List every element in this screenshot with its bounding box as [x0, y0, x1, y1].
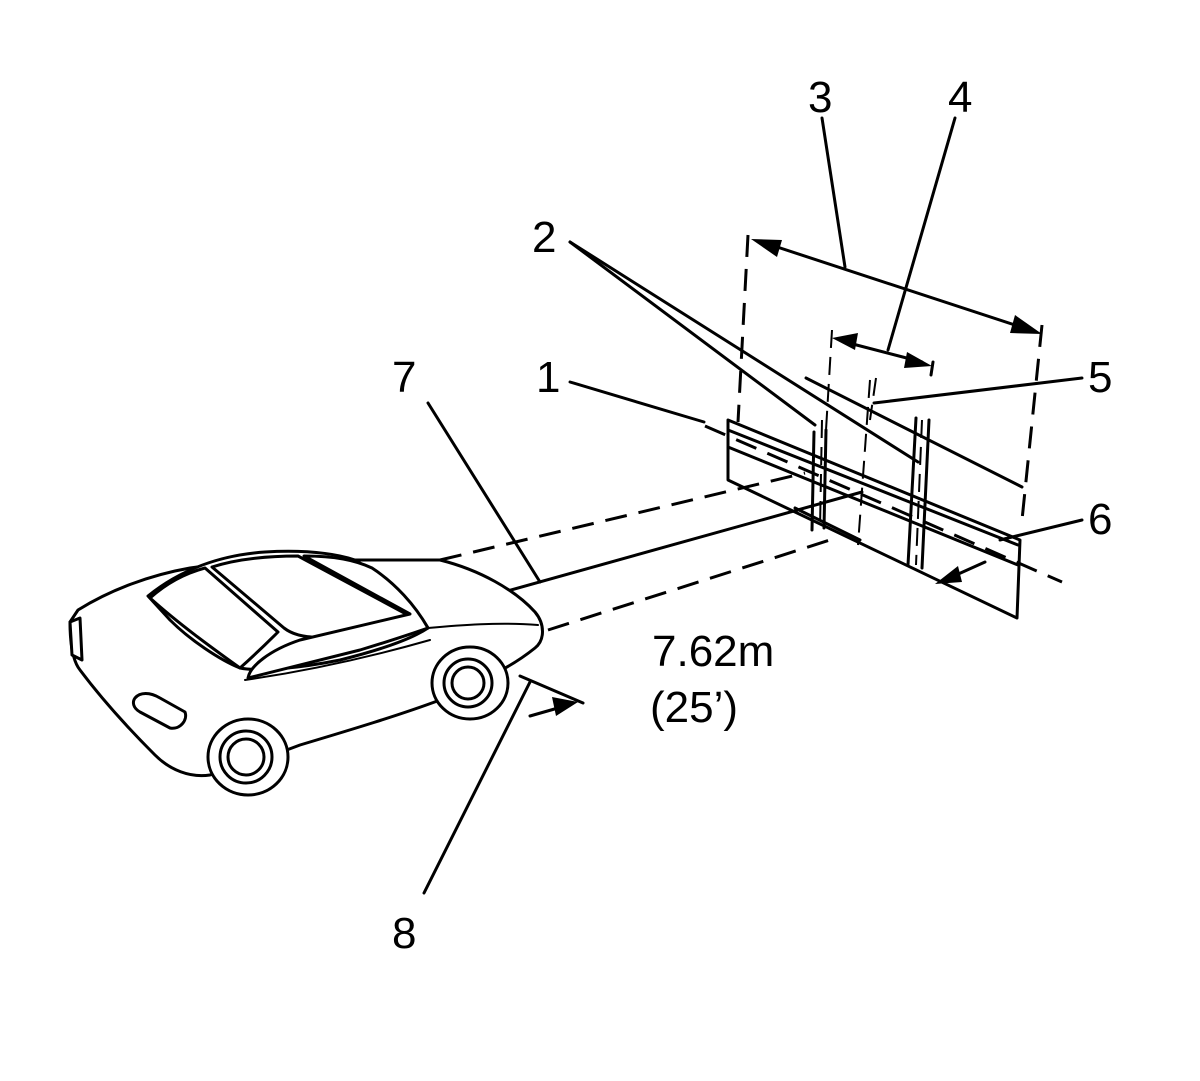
tail-lamp [131, 692, 188, 730]
extension-left [736, 234, 750, 423]
leader-8 [422, 680, 532, 895]
top-edge-reference-line [804, 376, 1024, 489]
left-lamp-vertical-line [810, 430, 816, 532]
vehicle-centerline-screen [857, 379, 871, 546]
aiming-screen [704, 379, 1063, 620]
callout-labels: 1 2 3 4 5 6 7 8 [392, 73, 1112, 958]
dim4-head-left [832, 333, 858, 350]
leader-6 [998, 518, 1084, 542]
leader-4 [886, 116, 957, 352]
callout-8: 8 [392, 909, 416, 958]
callout-2: 2 [532, 213, 556, 262]
callout-4: 4 [948, 73, 972, 122]
extension-4-left [825, 329, 833, 431]
distance-arrow-head [552, 697, 578, 716]
dim3-shaft [763, 241, 1032, 332]
callout-6: 6 [1088, 495, 1112, 544]
extension-right [1020, 324, 1044, 521]
dimension-3-arrow [751, 239, 1042, 334]
extension-4-right [869, 377, 877, 421]
leader-7 [426, 401, 542, 584]
hood-line [427, 622, 539, 629]
left-lamp-vertical-dash [819, 419, 823, 529]
distance-imperial: (25’) [650, 683, 738, 732]
screen-panel [726, 418, 1022, 620]
left-lamp-vertical-line-2 [822, 428, 828, 530]
distance-metric: 7.62m [652, 627, 774, 676]
distance-ground-line [518, 674, 585, 705]
rear-window [148, 566, 280, 670]
front-hub-inner [450, 665, 486, 701]
rear-bumper [68, 616, 84, 662]
horizontal-centerline [704, 424, 1063, 584]
dimension-4-arrow [832, 333, 932, 368]
rear-wheel [206, 717, 290, 797]
side-crease [244, 639, 431, 681]
right-lamp-vertical-dash [915, 419, 923, 566]
front-wheel [430, 645, 510, 721]
leader-2a [568, 240, 817, 427]
distance-marker [518, 674, 585, 718]
dim3-head-right [1010, 315, 1042, 334]
callout-5: 5 [1088, 353, 1112, 402]
screen-arrow-head [935, 566, 962, 584]
leader-lines [422, 116, 1084, 895]
vehicle [68, 549, 544, 797]
beam-upper [439, 471, 806, 562]
leader-2b [568, 240, 920, 464]
beam-lower [547, 538, 831, 632]
right-lamp-vertical-line-2 [920, 418, 931, 570]
callout-7: 7 [392, 353, 416, 402]
extension-4-short [929, 360, 935, 377]
leader-3 [820, 116, 847, 269]
dim4-head-right [904, 352, 932, 368]
screen-top-line [726, 428, 1020, 547]
callout-1: 1 [536, 353, 560, 402]
distance-label: 7.62m (25’) [650, 627, 774, 732]
leader-1 [568, 380, 706, 424]
dimension-extension-lines [736, 234, 1044, 521]
screen-lower-line [726, 445, 1020, 567]
dim3-head-left [751, 239, 782, 257]
callout-3: 3 [808, 73, 832, 122]
rear-hub-inner [226, 737, 266, 777]
right-lamp-vertical-line [906, 416, 918, 567]
leader-5 [872, 376, 1084, 405]
beam-center-to-screen [793, 506, 862, 542]
